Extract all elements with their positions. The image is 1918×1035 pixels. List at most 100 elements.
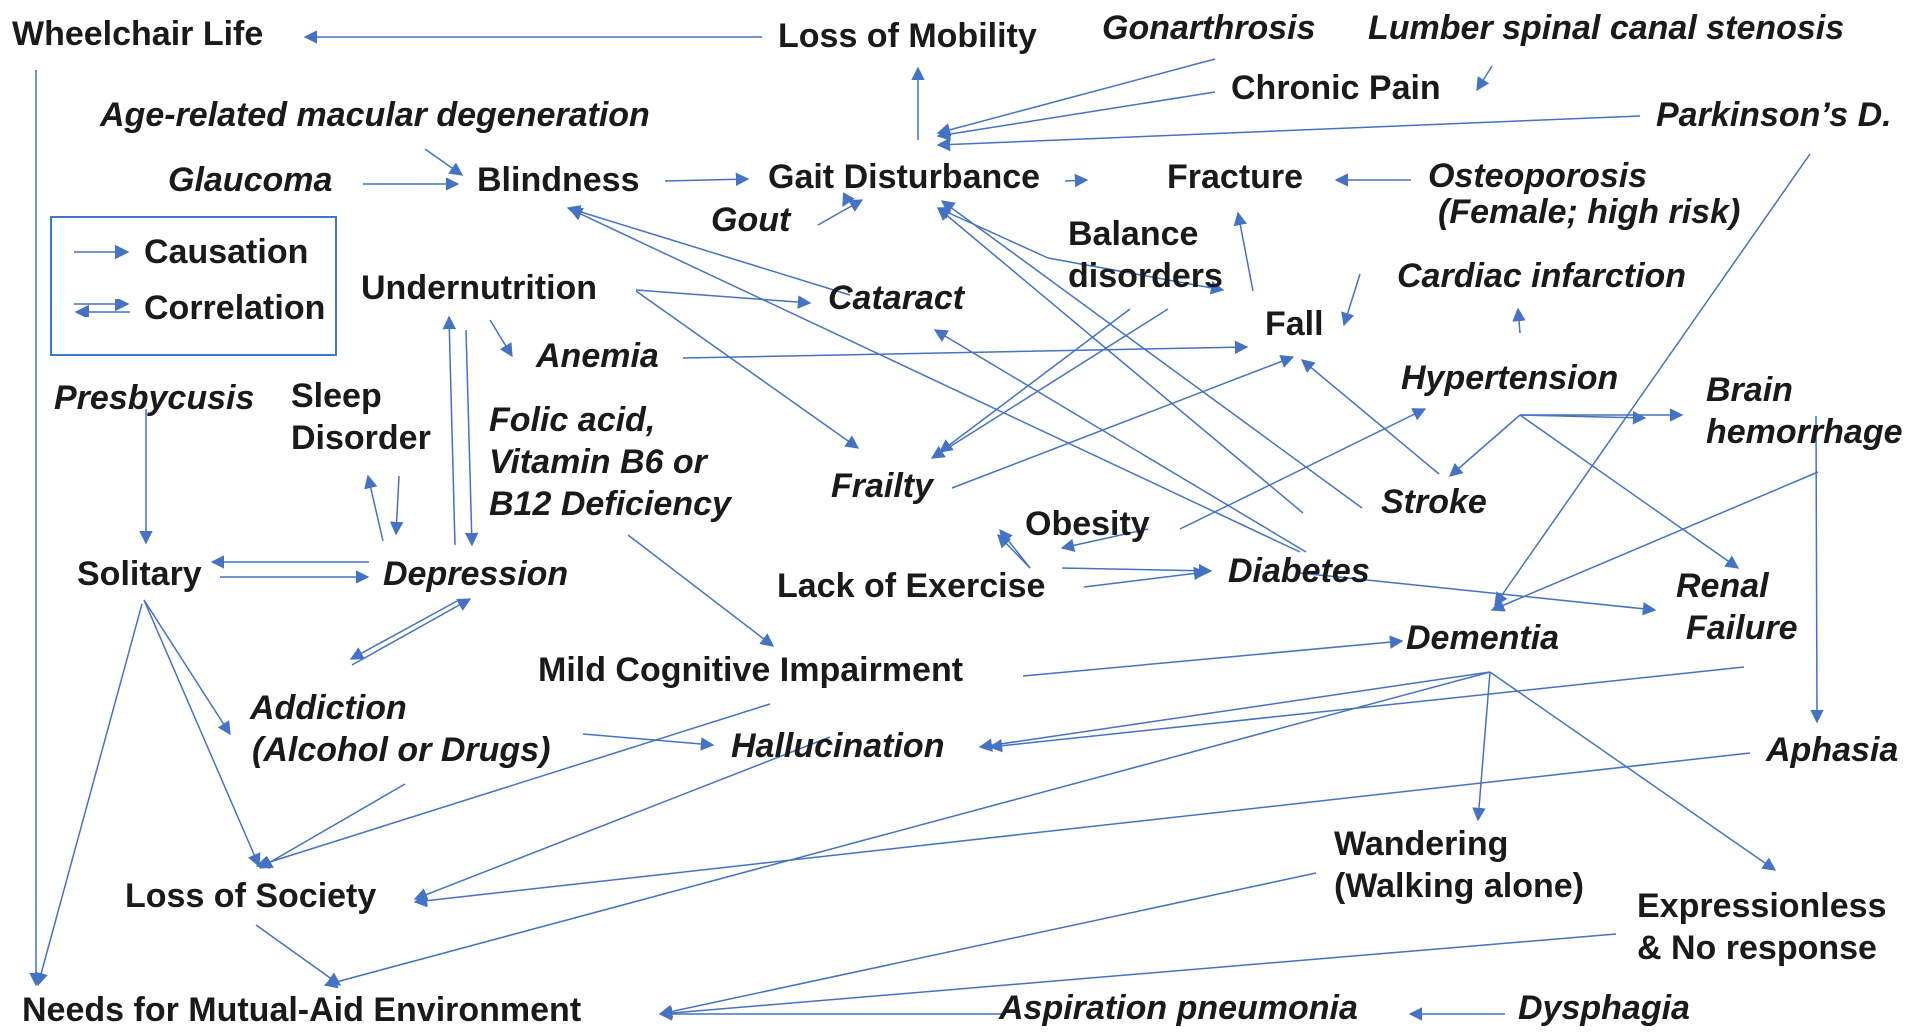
arrow-edge-18 (568, 208, 1301, 553)
node-osteoporosis-note: (Female; high risk) (1438, 193, 1741, 231)
arrow-edge-29 (1512, 307, 1526, 334)
arrow-edge-70 (255, 924, 342, 986)
node-obesity: Obesity (1025, 505, 1150, 543)
arrow-edge-27 (951, 355, 1295, 489)
legend-causation: Causation (72, 230, 308, 274)
arrow-edge-46 (627, 534, 775, 647)
node-aphasia: Aphasia (1766, 731, 1899, 769)
node-expressionless-line1: Expressionless (1637, 887, 1887, 925)
arrow-edge-15 (936, 206, 1049, 259)
arrow-edge-69 (413, 752, 1751, 908)
node-dysphagia: Dysphagia (1518, 989, 1690, 1027)
arrow-edge-17 (940, 200, 1363, 509)
node-gonarthrosis: Gonarthrosis (1102, 9, 1316, 47)
arrow-edge-14 (566, 205, 851, 296)
arrow-edge-28 (1300, 359, 1440, 475)
arrow-edge-55 (351, 598, 472, 666)
arrow-edge-38 (1060, 528, 1149, 552)
arrow-edge-61 (988, 666, 1745, 753)
node-expressionless-line2: & No response (1637, 929, 1877, 967)
causation-arrow-icon (74, 245, 130, 259)
node-balance-disorders-line2: disorders (1068, 257, 1223, 295)
arrow-edge-72 (658, 933, 1617, 1020)
node-addiction-line1: Addiction (250, 689, 407, 727)
arrow-edge-22 (1047, 257, 1225, 295)
arrow-edge-57 (143, 599, 261, 868)
node-stroke: Stroke (1381, 483, 1487, 521)
arrow-edge-25 (933, 329, 1307, 553)
node-fracture: Fracture (1167, 158, 1304, 196)
node-folic-line3: B12 Deficiency (489, 485, 731, 523)
node-brain-hemorrhage-line1: Brain (1706, 371, 1793, 409)
arrow-edge-48 (442, 315, 457, 546)
node-loss-of-mobility: Loss of Mobility (778, 17, 1037, 55)
arrow-edge-30 (1448, 414, 1521, 477)
node-gait-disturbance: Gait Disturbance (768, 158, 1041, 196)
arrow-edge-40 (997, 534, 1031, 569)
node-wandering-line1: Wandering (1334, 825, 1509, 863)
node-brain-hemorrhage-line2: hemorrhage (1706, 413, 1903, 451)
arrow-edge-13 (842, 192, 855, 208)
node-cardiac-infarction: Cardiac infarction (1397, 257, 1687, 295)
arrow-edge-3 (936, 58, 1216, 137)
arrow-edge-6 (936, 115, 1641, 152)
node-dementia: Dementia (1406, 619, 1560, 657)
node-renal-failure-line2: Failure (1686, 609, 1798, 647)
arrow-edge-16 (936, 207, 1304, 514)
arrow-edge-71 (658, 872, 1317, 1019)
arrow-edge-67 (258, 783, 406, 869)
legend-correlation: Correlation (72, 286, 325, 330)
node-wandering-line2: (Walking alone) (1334, 867, 1584, 905)
arrow-edge-24 (1341, 273, 1361, 327)
arrow-edge-20 (635, 290, 860, 449)
arrow-edge-45 (1083, 566, 1208, 588)
node-osteoporosis: Osteoporosis (1428, 157, 1648, 195)
node-glaucoma: Glaucoma (168, 161, 333, 199)
arrow-edge-5 (1476, 65, 1493, 92)
arrow-edge-33 (1519, 410, 1647, 425)
node-parkinsons: Parkinson’s D. (1656, 96, 1892, 134)
arrow-edge-10 (1064, 173, 1089, 188)
node-blindness: Blindness (477, 161, 640, 199)
node-undernutrition: Undernutrition (361, 269, 598, 307)
arrow-edge-9 (664, 172, 750, 187)
node-folic-line1: Folic acid, (489, 401, 656, 439)
node-solitary: Solitary (77, 555, 202, 593)
node-chronic-pain: Chronic Pain (1231, 69, 1441, 107)
node-balance-disorders-line1: Balance (1068, 215, 1199, 253)
node-fall: Fall (1265, 305, 1324, 343)
arrow-edge-47 (464, 329, 479, 547)
arrow-edge-50 (389, 475, 404, 536)
node-hypertension: Hypertension (1401, 359, 1619, 397)
node-folic-line2: Vitamin B6 or (489, 443, 707, 481)
arrow-edge-51 (364, 474, 384, 542)
node-lack-of-exercise: Lack of Exercise (777, 567, 1046, 605)
node-frailty: Frailty (831, 467, 934, 505)
node-renal-failure-line1: Renal (1676, 567, 1769, 605)
node-wheelchair-life: Wheelchair Life (12, 15, 264, 53)
arrow-edge-58 (34, 603, 143, 987)
arrow-edge-42 (1061, 564, 1213, 578)
node-addiction-line2: (Alcohol or Drugs) (252, 731, 551, 769)
node-sleep-disorder-line1: Sleep (291, 377, 382, 415)
node-lumber-spinal-canal-stenosis: Lumber spinal canal stenosis (1368, 9, 1845, 47)
arrow-edge-4 (936, 91, 1216, 141)
arrow-edge-60 (1022, 635, 1404, 677)
arrow-edge-32 (1519, 414, 1740, 569)
arrow-edge-34 (1810, 415, 1824, 724)
node-cataract: Cataract (828, 279, 965, 317)
arrow-edge-35 (1490, 471, 1819, 612)
arrow-edge-19 (635, 289, 812, 309)
node-mild-cognitive-impairment: Mild Cognitive Impairment (538, 651, 964, 689)
arrow-edge-23 (1233, 211, 1254, 292)
arrow-edge-63 (1472, 671, 1491, 822)
node-age-related-macular-degeneration: Age-related macular degeneration (100, 96, 650, 134)
arrow-edge-12 (817, 199, 864, 226)
arrow-edge-59 (582, 733, 715, 751)
node-loss-of-society: Loss of Society (125, 877, 377, 915)
node-aspiration-pneumonia: Aspiration pneumonia (999, 989, 1358, 1027)
edge-group (29, 30, 1824, 1021)
arrow-edge-68 (255, 703, 771, 869)
